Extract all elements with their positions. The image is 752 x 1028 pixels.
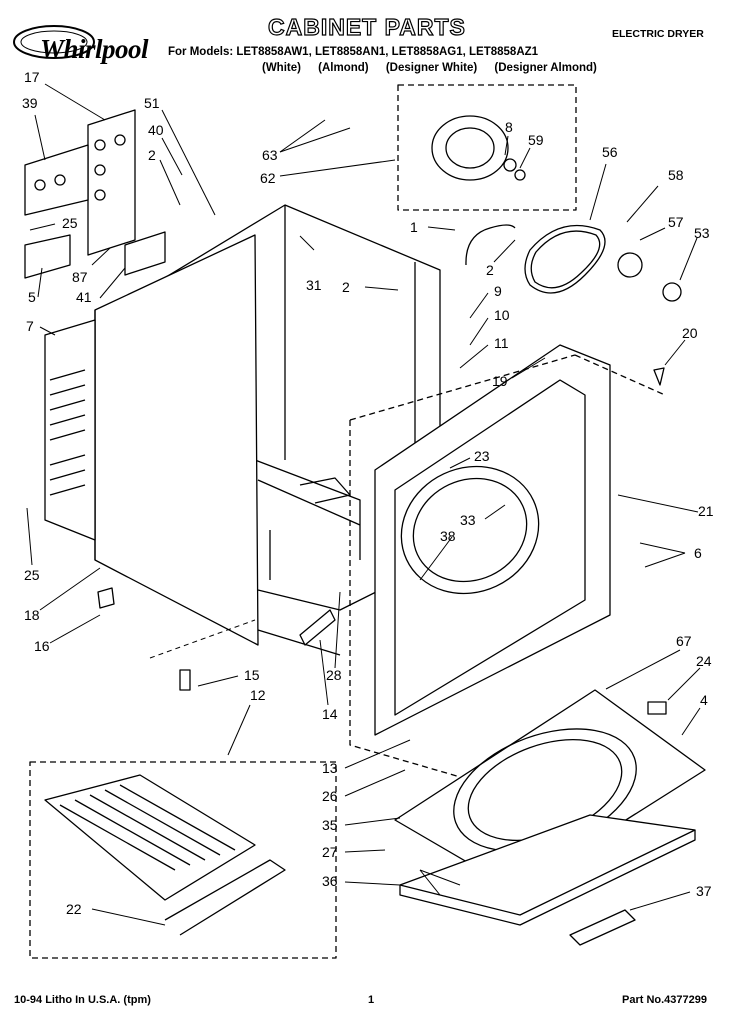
variant-almond: (Almond) — [318, 62, 369, 74]
callout-4: 4 — [700, 692, 708, 708]
callout-63: 63 — [262, 147, 278, 163]
callout-20: 20 — [682, 325, 698, 341]
callout-6: 6 — [694, 545, 702, 561]
callout-7: 7 — [26, 318, 34, 334]
callout-25: 25 — [62, 215, 78, 231]
callout-8: 8 — [505, 119, 513, 135]
variant-white: (White) — [262, 62, 301, 74]
callout-13: 13 — [322, 760, 338, 776]
brand-name: Whirlpool — [40, 34, 149, 64]
bracket-5 — [24, 234, 71, 279]
callout-33: 33 — [460, 512, 476, 528]
callout-15: 15 — [244, 667, 260, 683]
callout-18: 18 — [24, 607, 40, 623]
callout-17: 17 — [24, 69, 40, 85]
drive-belt — [524, 224, 606, 294]
callout-2b: 2 — [486, 262, 494, 278]
switch-24 — [647, 701, 667, 715]
document-type: ELECTRIC DRYER — [612, 28, 704, 40]
lint-screen — [569, 909, 636, 946]
callout-87: 87 — [72, 269, 88, 285]
motor-box — [397, 84, 577, 211]
litho-date: 10-94 Litho In U.S.A. (tpm) — [14, 994, 151, 1006]
whirlpool-logo — [13, 25, 95, 59]
callout-22: 22 — [66, 901, 82, 917]
callout-36: 36 — [322, 873, 338, 889]
callout-28: 28 — [326, 667, 342, 683]
control-bracket — [24, 109, 136, 256]
leveling-leg — [97, 587, 115, 609]
drying-rack-box — [29, 761, 337, 959]
page-number: 1 — [368, 994, 375, 1006]
callout-35: 35 — [322, 817, 338, 833]
page-title: CABINET PARTS — [267, 13, 466, 40]
callout-19: 19 — [492, 373, 508, 389]
callout-51: 51 — [144, 95, 160, 111]
callout-5: 5 — [28, 289, 36, 305]
callout-53: 53 — [694, 225, 710, 241]
callout-26: 26 — [322, 788, 338, 804]
handle-53 — [662, 282, 682, 302]
idler-pulley — [617, 252, 643, 278]
callout-10: 10 — [494, 307, 510, 323]
callout-25b: 25 — [24, 567, 40, 583]
model-variants: (White) (Almond) (Designer White) (Desig… — [262, 62, 611, 74]
dryer-top — [394, 689, 706, 926]
door-hinge — [299, 609, 336, 646]
callout-27: 27 — [322, 844, 338, 860]
callout-57: 57 — [668, 214, 684, 230]
variant-designer-white: (Designer White) — [385, 62, 478, 74]
callout-40: 40 — [148, 122, 164, 138]
variant-designer-almond: (Designer Almond) — [494, 62, 597, 74]
callout-labels: 17 39 51 40 2 25 87 5 41 7 63 62 31 8 59… — [22, 69, 714, 917]
callout-9: 9 — [494, 283, 502, 299]
callout-11: 11 — [494, 335, 509, 351]
rear-panel — [44, 319, 96, 541]
ground-wire — [465, 224, 516, 266]
callout-59: 59 — [528, 132, 544, 148]
callout-23: 23 — [474, 448, 490, 464]
grommet-20 — [653, 367, 665, 386]
callout-56: 56 — [602, 144, 618, 160]
callout-21: 21 — [698, 503, 714, 519]
callout-37: 37 — [696, 883, 712, 899]
leader-lines — [26, 83, 701, 926]
callout-12: 12 — [250, 687, 266, 703]
callout-2c: 2 — [342, 279, 350, 295]
callout-2: 2 — [148, 147, 156, 163]
front-bulkhead — [349, 344, 666, 791]
callout-1: 1 — [410, 219, 418, 235]
callout-38: 38 — [440, 528, 456, 544]
callout-31: 31 — [306, 277, 322, 293]
callout-58: 58 — [668, 167, 684, 183]
callout-14: 14 — [322, 706, 338, 722]
callout-67: 67 — [676, 633, 692, 649]
callout-16: 16 — [34, 638, 50, 654]
callout-41: 41 — [76, 289, 92, 305]
part-number: Part No.4377299 — [622, 994, 707, 1006]
door-strike — [179, 669, 191, 691]
callout-39: 39 — [22, 95, 38, 111]
callout-24: 24 — [696, 653, 712, 669]
models-line: For Models: LET8858AW1, LET8858AN1, LET8… — [168, 46, 539, 58]
cabinet-side-panel — [94, 234, 259, 646]
bracket-41 — [124, 231, 166, 276]
callout-62: 62 — [260, 170, 276, 186]
